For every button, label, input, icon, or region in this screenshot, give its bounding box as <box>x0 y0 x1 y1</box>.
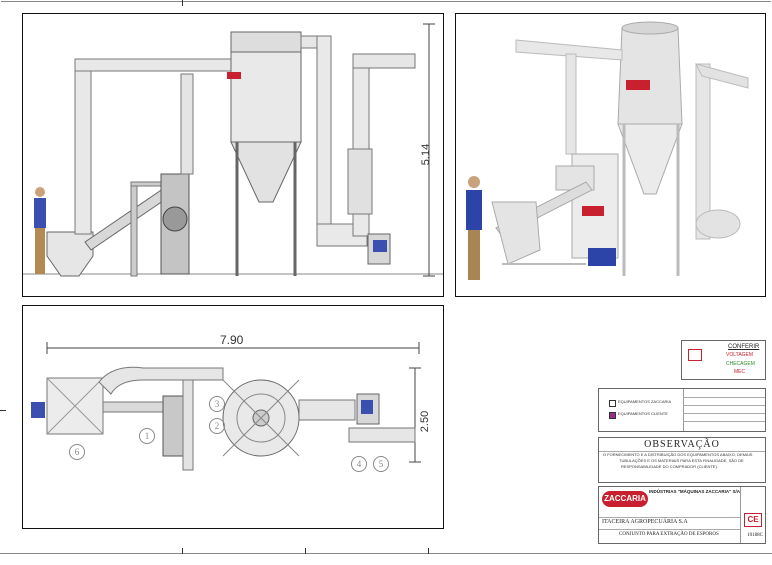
stamp-title: CONFERIR <box>728 344 760 350</box>
equipment-bubble-4: 4 <box>351 456 367 472</box>
sheet-tick <box>182 548 183 554</box>
company-name: INDÚSTRIAS "MÁQUINAS ZACCARIA" S/A <box>649 489 741 494</box>
elevation-drawing <box>23 23 443 277</box>
elevation-view: 5.14 <box>22 13 444 297</box>
legend-grid <box>683 389 684 431</box>
stamp-line-1: VOLTAGEM <box>726 352 754 358</box>
title-block: ZACCARIA INDÚSTRIAS "MÁQUINAS ZACCARIA" … <box>598 486 766 544</box>
legend-box: EQUIPAMENTOS ZACCARIA EQUIPAMENTOS CLIEN… <box>598 388 766 432</box>
zaccaria-logo-text: ZACCARIA <box>604 494 646 503</box>
conferir-stamp: CONFERIR VOLTAGEM CHECAGEM MEC <box>681 340 766 380</box>
elevation-height-dimension: 5.14 <box>420 143 433 166</box>
legend-label-cliente: EQUIPAMENTOS CLIENTE <box>618 411 668 416</box>
plan-width-dimension: 7.90 <box>220 333 244 347</box>
sheet-border <box>1 1 771 555</box>
observacao-line-1: O FORNECIMENTO E A DISTRIBUIÇÃO DOS EQUI… <box>603 452 753 457</box>
sheet-bottom-line <box>0 553 772 554</box>
observacao-box: OBSERVAÇÃO O FORNECIMENTO E A DISTRIBUIÇ… <box>598 437 766 483</box>
observacao-line-2: TUBULAÇÕES E OS MATERIAIS PARA ESTA FINA… <box>619 458 744 463</box>
plan-drawing <box>31 342 421 471</box>
title-block-divider <box>740 487 741 543</box>
cliente-name: ITACEIRA AGROPECUÁRIA S.A <box>602 519 688 525</box>
equipment-bubble-6: 6 <box>69 444 85 460</box>
legend-swatch-cliente <box>609 412 616 419</box>
ce-mark-text: CE <box>747 515 759 524</box>
plan-view: 7.90 2.50 1 2 3 4 5 6 <box>22 305 444 529</box>
observacao-heading: OBSERVAÇÃO <box>644 439 720 450</box>
equipment-bubble-2: 2 <box>209 418 225 434</box>
sheet-tick <box>305 548 306 554</box>
sheet-tick <box>182 0 183 6</box>
equipment-bubble-5: 5 <box>373 456 389 472</box>
legend-label-zaccaria: EQUIPAMENTOS ZACCARIA <box>618 399 672 404</box>
perspective-view <box>455 13 766 297</box>
legend-swatch-zaccaria <box>609 400 616 407</box>
perspective-drawing <box>466 21 749 280</box>
stamp-line-3: MEC <box>734 369 746 375</box>
ce-mark: CE <box>744 513 762 527</box>
stamp-line-2: CHECAGEM <box>726 361 755 367</box>
drawing-number: 10188C <box>747 533 763 538</box>
observacao-line-3: RESPONSABILIDADE DO COMPRADOR (CLIENTE). <box>621 464 718 469</box>
stamp-mark-icon <box>688 349 702 361</box>
plan-height-dimension: 2.50 <box>419 410 432 433</box>
equipment-bubble-1: 1 <box>139 428 155 444</box>
zaccaria-logo: ZACCARIA <box>602 491 648 507</box>
drawing-title: CONJUNTO PARA EXTRAÇÃO DE ESPOROS <box>619 532 719 537</box>
sheet-left-tick <box>0 410 6 411</box>
equipment-bubble-3: 3 <box>209 396 225 412</box>
sheet-tick <box>428 548 429 554</box>
